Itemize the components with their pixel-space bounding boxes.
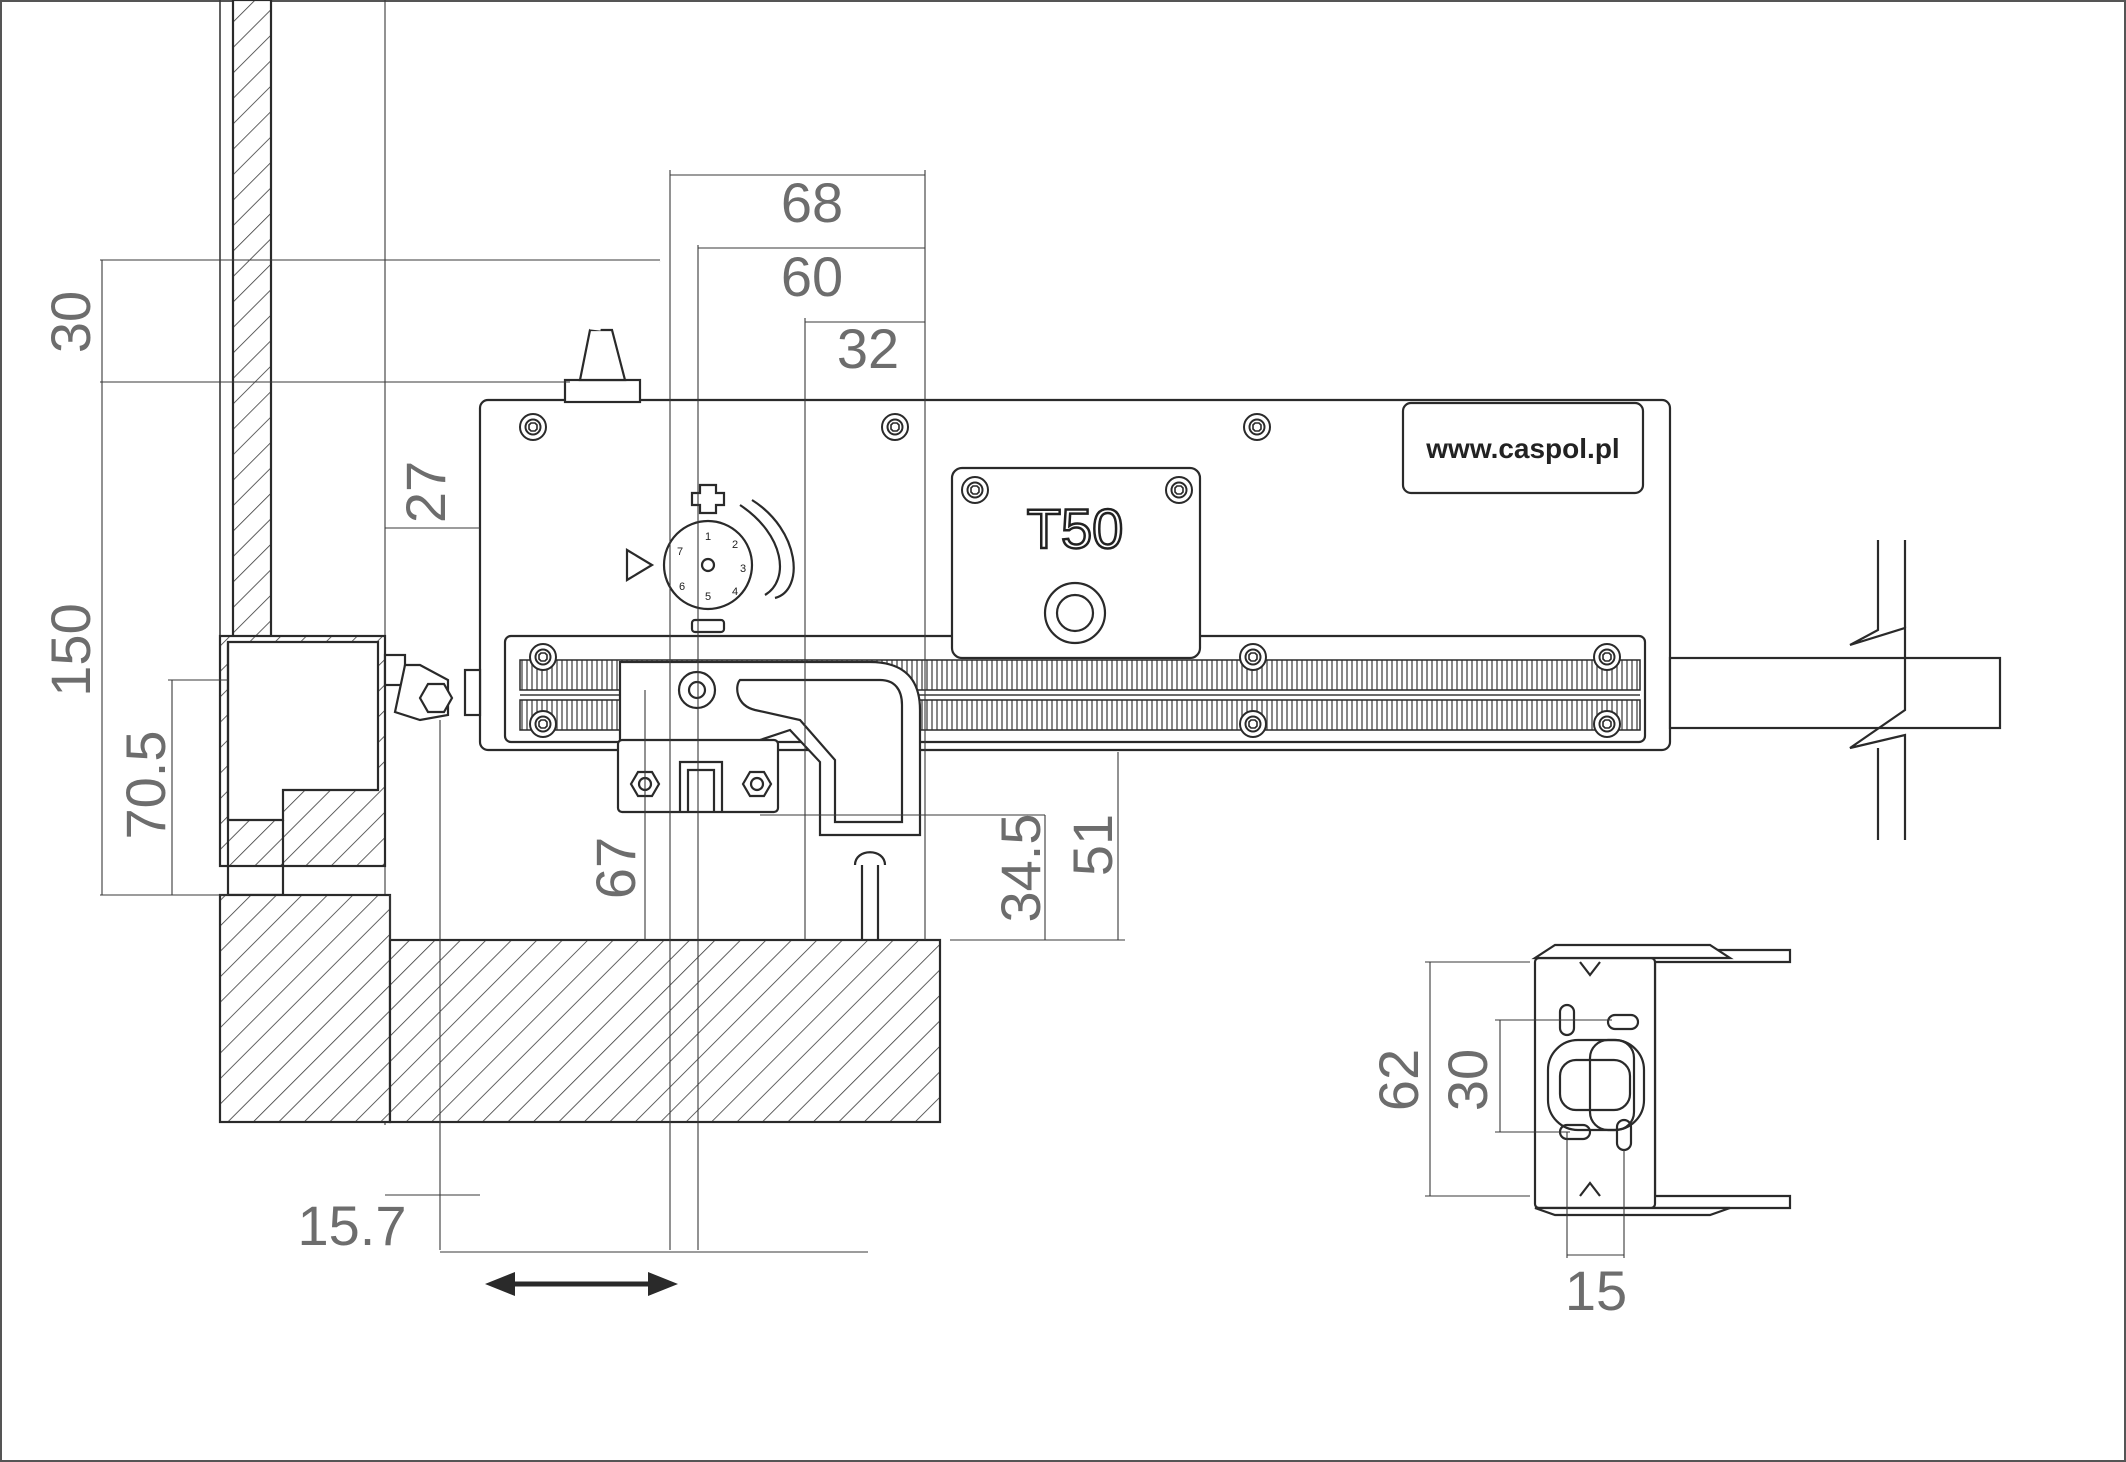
dimension-30: 30 — [39, 291, 102, 353]
dimension-150: 150 — [39, 603, 102, 696]
adjustment-dial-icon: 1 2 3 4 5 6 7 — [662, 483, 795, 634]
double-arrow-icon — [485, 1272, 678, 1296]
dial-mark: 1 — [705, 531, 711, 543]
dimension-27: 27 — [394, 461, 457, 523]
dimension-60: 60 — [781, 245, 843, 308]
dimension-lines — [100, 170, 1125, 1253]
model-label: T50 — [1027, 497, 1124, 560]
cable-connector — [563, 254, 661, 404]
dial-mark: 3 — [740, 563, 746, 575]
dial-mark: 5 — [705, 591, 711, 603]
base-block — [218, 893, 942, 1124]
dial-mark: 6 — [679, 581, 685, 593]
play-triangle-icon — [625, 548, 655, 582]
wall-profile — [218, 634, 387, 897]
break-line-icon — [1849, 540, 1907, 840]
carriage — [616, 660, 922, 837]
dimension-bracket-62: 62 — [1367, 1049, 1430, 1111]
bracket-detail — [1425, 943, 1792, 1258]
dial-mark: 7 — [677, 546, 683, 558]
model-plate: T50 — [950, 466, 1202, 660]
brand-plate: www.caspol.pl — [1401, 401, 1645, 495]
dimension-70-5: 70.5 — [114, 731, 177, 840]
dimension-34-5: 34.5 — [989, 814, 1052, 923]
dimension-32: 32 — [837, 317, 899, 380]
dimension-67: 67 — [584, 837, 647, 899]
website-label: www.caspol.pl — [1425, 433, 1619, 464]
dimension-15-7: 15.7 — [298, 1194, 407, 1257]
dial-mark: 4 — [732, 586, 738, 598]
dial-mark: 2 — [732, 539, 738, 551]
wall-bracket — [383, 653, 482, 722]
dimension-bracket-15: 15 — [1565, 1259, 1627, 1322]
dimension-bracket-30: 30 — [1436, 1049, 1499, 1111]
dimension-68: 68 — [781, 171, 843, 234]
dimension-51: 51 — [1061, 814, 1124, 876]
